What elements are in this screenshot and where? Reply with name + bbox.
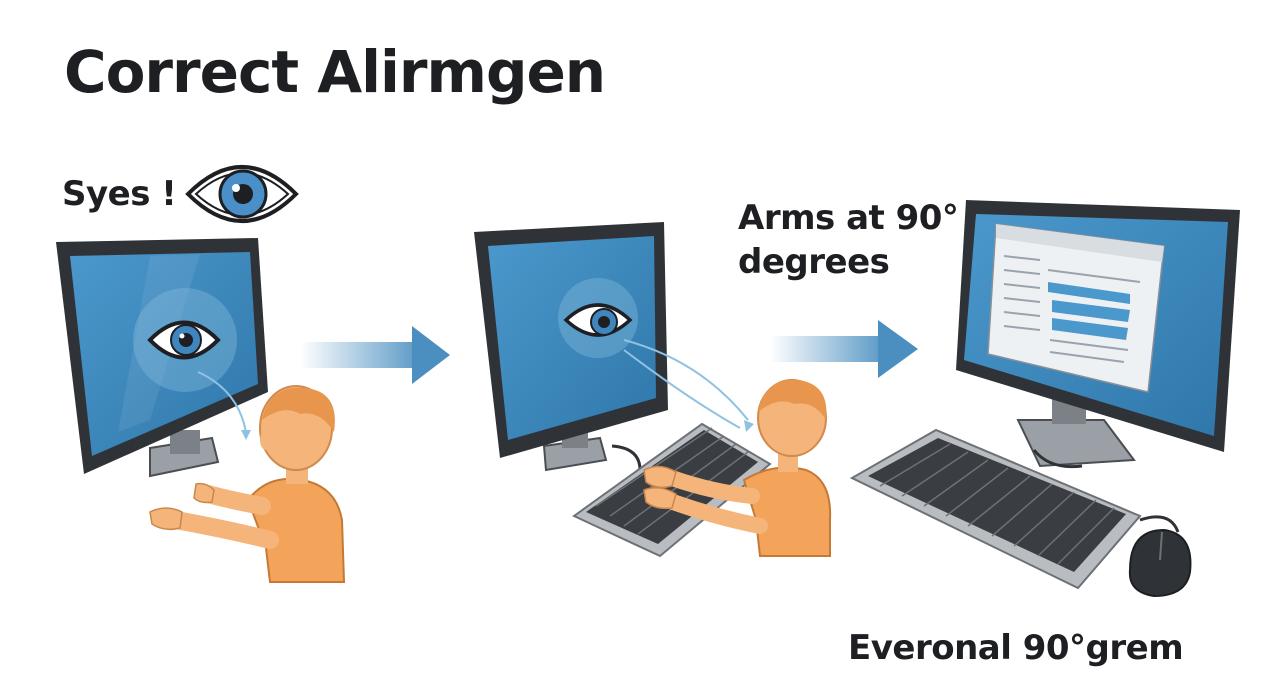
monitor-screen bbox=[488, 236, 656, 440]
mouse-icon bbox=[1128, 515, 1192, 598]
bottom-label: Everonal 90°grem bbox=[848, 628, 1184, 668]
monitor-3 bbox=[956, 200, 1240, 468]
arrow-right-icon bbox=[300, 326, 450, 384]
monitor-screen bbox=[70, 252, 258, 456]
diagram-title: Correct Alirmgen bbox=[64, 38, 606, 106]
person-2 bbox=[643, 379, 832, 557]
monitor-2 bbox=[474, 222, 754, 472]
person-1 bbox=[149, 385, 346, 583]
eye-icon bbox=[185, 165, 299, 223]
arms-label-line2: degrees bbox=[738, 242, 890, 282]
monitor-1 bbox=[56, 238, 268, 478]
screen-eye-icon bbox=[147, 320, 221, 360]
keyboard-icon bbox=[849, 428, 1142, 590]
arrow-right-icon bbox=[770, 320, 918, 378]
arms-label: Arms at 90° degrees bbox=[738, 196, 998, 284]
arms-label-line1: Arms at 90° bbox=[738, 198, 959, 238]
document-window bbox=[987, 223, 1165, 393]
eyes-label: Syes ! bbox=[62, 174, 177, 214]
screen-eye-icon bbox=[563, 303, 633, 337]
monitor-stand bbox=[149, 430, 220, 478]
